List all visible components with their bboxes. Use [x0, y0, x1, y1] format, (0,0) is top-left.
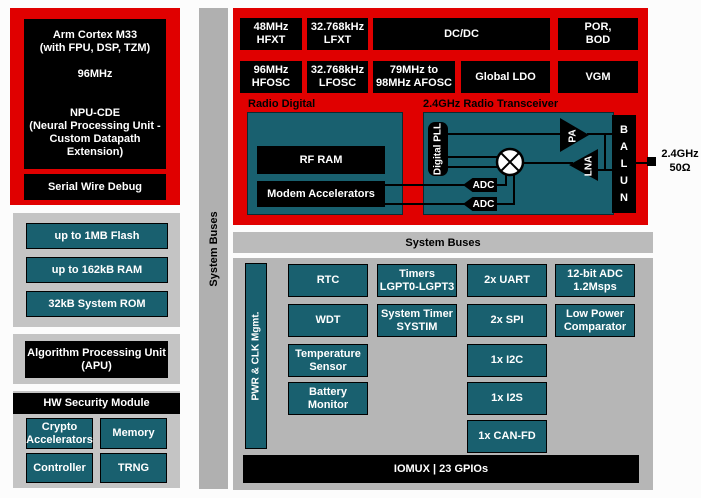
lfosc-block: 32.768kHz LFOSC [307, 61, 368, 93]
system-bus-horizontal-label: System Buses [405, 236, 481, 249]
dcdc-block: DC/DC [373, 18, 550, 50]
lna-label: LNA [583, 155, 595, 177]
cpu-panel: Arm Cortex M33 (with FPU, DSP, TZM) 96MH… [10, 8, 180, 205]
flash-block: up to 1MB Flash [26, 223, 168, 249]
clocks-radio-panel: 48MHz HFXT 32.768kHz LFXT DC/DC POR, BOD… [233, 8, 648, 225]
hfxt-block: 48MHz HFXT [240, 18, 302, 50]
adc-12bit-block: 12-bit ADC 1.2Msps [555, 264, 635, 297]
serial-wire-debug-block: Serial Wire Debug [24, 174, 166, 200]
peripherals-panel: PWR & CLK Mgmt. RTC WDT Temperature Sens… [233, 258, 653, 490]
afosc-block: 79MHz to 98MHz AFOSC [373, 61, 455, 93]
adc1-block: ADC [463, 178, 497, 192]
system-timer-block: System Timer SYSTIM [377, 304, 457, 337]
rom-block: 32kB System ROM [26, 291, 168, 317]
timers-block: Timers LGPT0-LGPT3 [377, 264, 457, 297]
lfxt-block: 32.768kHz LFXT [307, 18, 368, 50]
wdt-block: WDT [288, 304, 368, 337]
rf-ram-block: RF RAM [257, 146, 385, 174]
antenna-output-label: 2.4GHz 50Ω [661, 148, 699, 174]
cpu-block: Arm Cortex M33 (with FPU, DSP, TZM) 96MH… [24, 19, 166, 169]
memory-panel: up to 1MB Flash up to 162kB RAM 32kB Sys… [13, 213, 180, 327]
pa-label: PA [567, 129, 579, 143]
can-fd-block: 1x CAN-FD [467, 420, 547, 453]
security-memory-block: Memory [100, 418, 167, 449]
rtc-block: RTC [288, 264, 368, 297]
battery-monitor-block: Battery Monitor [288, 382, 368, 415]
i2s-block: 1x I2S [467, 382, 547, 415]
hfosc-block: 96MHz HFOSC [240, 61, 302, 93]
transceiver-label: 2.4GHz Radio Transceiver [423, 98, 559, 110]
system-bus-vertical: System Buses [199, 8, 228, 489]
adc2-block: ADC [463, 197, 497, 211]
ram-block: up to 162kB RAM [26, 257, 168, 283]
digital-pll-label: Digital PLL [432, 122, 444, 176]
i2c-block: 1x I2C [467, 344, 547, 377]
security-title-bar: HW Security Module [13, 393, 180, 414]
balun-block: B A L U N [612, 115, 636, 213]
system-bus-horizontal: System Buses [233, 232, 653, 253]
trng-block: TRNG [100, 453, 167, 483]
pwr-clk-mgmt-label: PWR & CLK Mgmt. [250, 311, 262, 401]
antenna-connector-square [647, 157, 656, 166]
low-power-comparator-block: Low Power Comparator [555, 304, 635, 337]
iomux-bar: IOMUX | 23 GPIOs [243, 455, 639, 483]
digital-pll-block: Digital PLL [428, 122, 448, 176]
temperature-sensor-block: Temperature Sensor [288, 344, 368, 377]
controller-block: Controller [26, 453, 93, 483]
crypto-accelerators-block: Crypto Accelerators [26, 418, 93, 449]
modem-accelerators-block: Modem Accelerators [257, 181, 385, 207]
por-bod-block: POR, BOD [558, 18, 638, 50]
system-bus-vertical-label: System Buses [207, 210, 220, 287]
uart-block: 2x UART [467, 264, 547, 297]
radio-digital-label: Radio Digital [248, 98, 316, 110]
apu-block: Algorithm Processing Unit (APU) [25, 341, 168, 378]
global-ldo-block: Global LDO [461, 61, 550, 93]
vgm-block: VGM [558, 61, 638, 93]
security-panel: HW Security Module Crypto Accelerators M… [13, 391, 180, 488]
apu-panel: Algorithm Processing Unit (APU) [13, 334, 180, 384]
pwr-clk-mgmt-bar: PWR & CLK Mgmt. [245, 263, 267, 449]
spi-block: 2x SPI [467, 304, 547, 337]
